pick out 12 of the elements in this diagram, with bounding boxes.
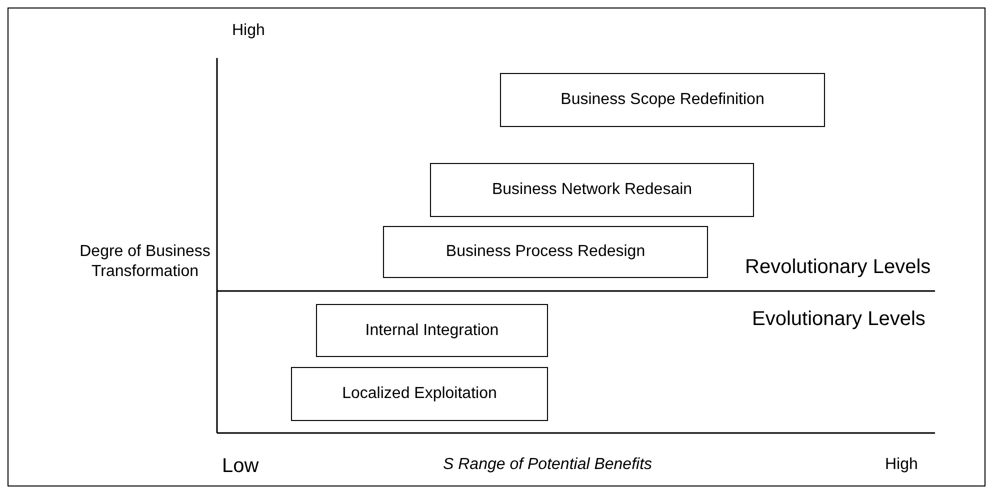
axis-title: Degre of Business Transformation [78, 242, 212, 282]
level-box: Business Process Redesign [383, 226, 708, 278]
level-box: Business Scope Redefinition [500, 73, 825, 127]
axis-end-label: Low [222, 455, 259, 478]
zone-label: Revolutionary Levels [745, 256, 931, 279]
axis-title: S Range of Potential Benefits [443, 456, 652, 474]
axis-end-label: High [232, 22, 265, 40]
level-box: Internal Integration [316, 304, 548, 357]
zone-label: Evolutionary Levels [752, 308, 926, 331]
axis-end-label: High [885, 456, 918, 474]
level-box: Localized Exploitation [291, 367, 548, 421]
level-box: Business Network Redesain [430, 163, 754, 217]
